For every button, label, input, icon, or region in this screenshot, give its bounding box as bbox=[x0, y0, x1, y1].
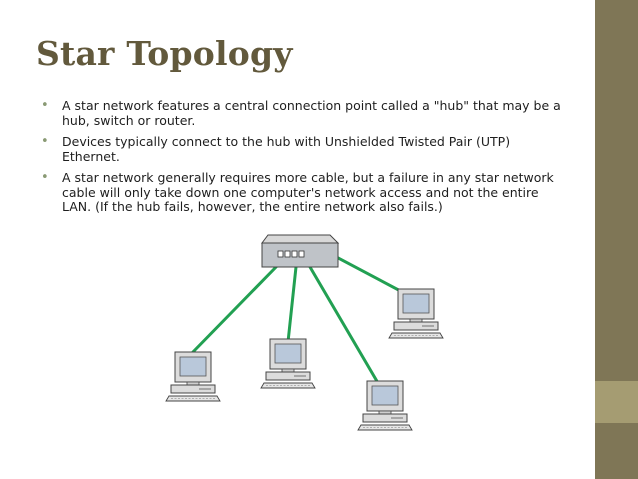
decorative-side-accent bbox=[595, 381, 638, 423]
bullet-item: • A star network features a central conn… bbox=[40, 98, 570, 128]
bullet-item: • A star network generally requires more… bbox=[40, 170, 570, 215]
bullet-text: A star network generally requires more c… bbox=[62, 170, 554, 214]
cable-to-center-computer bbox=[286, 265, 298, 344]
cable-to-left-computer bbox=[190, 263, 280, 355]
bullet-text: A star network features a central connec… bbox=[62, 98, 561, 128]
bullet-marker-icon: • bbox=[41, 170, 49, 185]
desktop-computer-icon bbox=[388, 288, 444, 339]
desktop-computer-icon bbox=[260, 338, 316, 389]
cable-to-right-computer bbox=[323, 249, 410, 297]
star-topology-diagram bbox=[165, 234, 444, 431]
bullet-item: • Devices typically connect to the hub w… bbox=[40, 134, 570, 164]
slide-title: Star Topology bbox=[36, 34, 293, 73]
desktop-computer-icon bbox=[357, 380, 413, 431]
network-hub-icon bbox=[261, 234, 340, 268]
cable-to-bottom-right-computer bbox=[308, 265, 380, 385]
bullet-text: Devices typically connect to the hub wit… bbox=[62, 134, 511, 164]
bullet-marker-icon: • bbox=[41, 134, 49, 149]
bullet-list: • A star network features a central conn… bbox=[40, 98, 570, 222]
cable-lines bbox=[190, 249, 410, 385]
desktop-computer-icon bbox=[165, 351, 221, 402]
bullet-marker-icon: • bbox=[41, 98, 49, 113]
